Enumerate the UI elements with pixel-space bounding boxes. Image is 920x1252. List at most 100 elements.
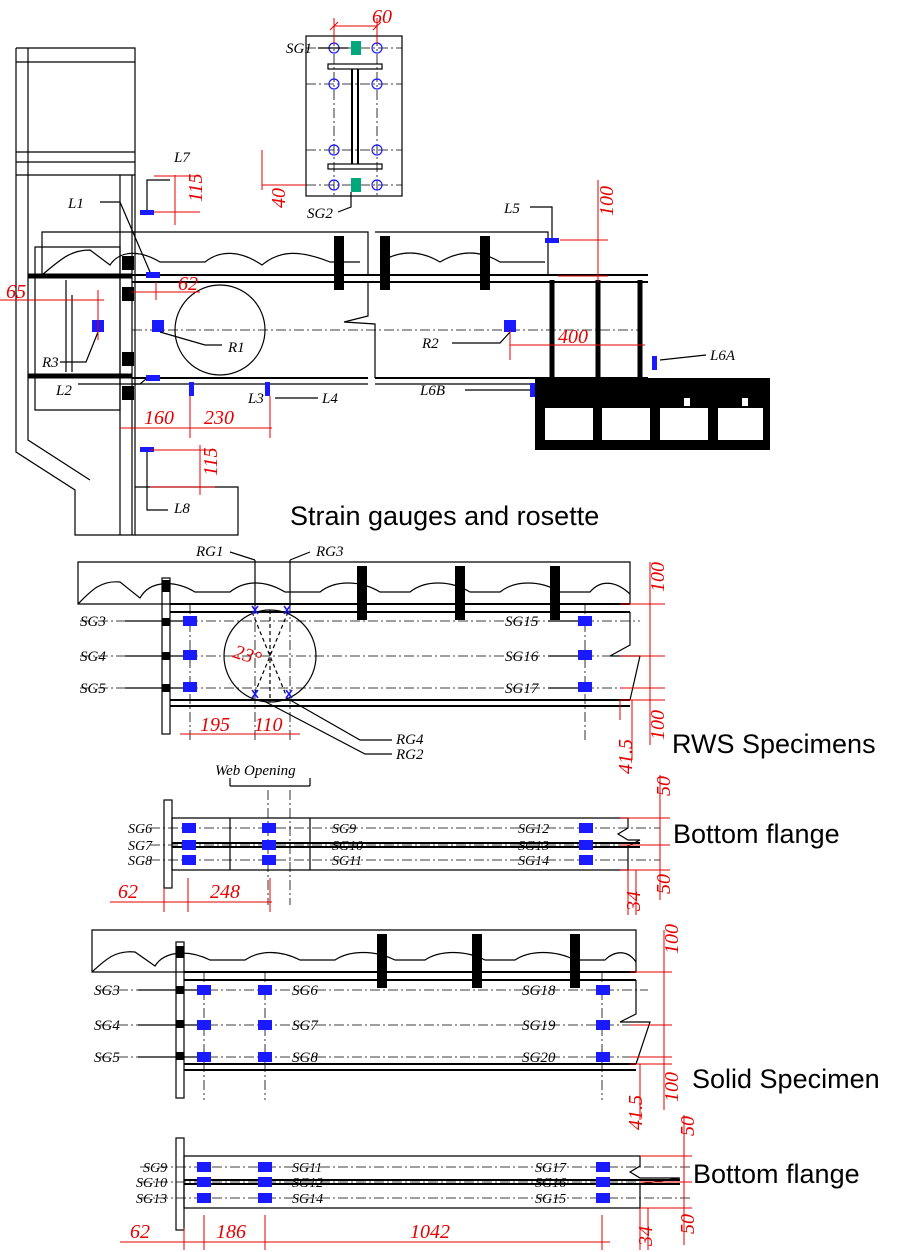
label-solid-sg4: SG4 <box>94 1018 120 1034</box>
dim-62: 62 <box>178 273 198 295</box>
label-rg1: RG1 <box>195 544 224 560</box>
label-sg2: SG2 <box>307 206 333 222</box>
bottom-flange-title-2: Bottom flange <box>693 1159 860 1189</box>
dim-sbf-50b: 50 <box>677 1214 699 1234</box>
rws-gauges <box>183 616 592 692</box>
solid-title: Solid Specimen <box>692 1064 880 1094</box>
dim-bf-50a: 50 <box>653 776 675 796</box>
label-r2: R2 <box>421 336 439 352</box>
label-sbf-sg12: SG12 <box>292 1176 323 1191</box>
label-solid-sg5: SG5 <box>94 1050 120 1066</box>
web-opening-label: Web Opening <box>215 763 296 779</box>
label-bf-sg8: SG8 <box>128 854 152 869</box>
gauge-l1 <box>146 272 160 278</box>
solid-bottom-flange: SG9 SG10 SG13 SG11 SG12 SG14 SG17 SG16 S… <box>120 1115 699 1250</box>
label-bf-sg12: SG12 <box>518 822 549 837</box>
dim-115b: 115 <box>200 447 222 476</box>
label-sbf-sg11: SG11 <box>292 1161 322 1176</box>
label-l2: L2 <box>55 383 72 399</box>
label-sbf-sg10: SG10 <box>136 1176 167 1191</box>
label-sbf-sg9: SG9 <box>143 1161 167 1176</box>
gauge-l3b <box>265 382 270 396</box>
dim-248: 248 <box>210 881 240 903</box>
dim-186: 186 <box>216 1221 246 1243</box>
label-bf-sg14: SG14 <box>518 854 549 869</box>
dim-195: 195 <box>200 714 230 736</box>
rosette-r2 <box>504 320 516 332</box>
dim-solid-41_5: 41.5 <box>625 1095 647 1130</box>
end-plate-bolts <box>122 256 134 400</box>
gauge-l8 <box>140 447 154 452</box>
label-rws-sg15: SG15 <box>505 614 539 630</box>
rosette-r1 <box>152 320 164 332</box>
dim-sbf-62: 62 <box>130 1221 150 1243</box>
dim-160: 160 <box>144 407 174 429</box>
strain-gauges-title: Strain gauges and rosette <box>290 501 599 531</box>
label-solid-sg3: SG3 <box>94 983 120 999</box>
label-bf-sg10: SG10 <box>332 839 363 854</box>
label-bf-sg9: SG9 <box>332 822 356 837</box>
label-solid-sg8: SG8 <box>292 1050 318 1066</box>
dim-sbf-50a: 50 <box>677 1116 699 1136</box>
dim-100: 100 <box>596 186 618 216</box>
rws-elevation: RG1 RG3 RG4 RG2 SG3 SG4 SG5 SG15 SG16 SG… <box>77 544 669 774</box>
bottom-flange-title-1: Bottom flange <box>673 819 840 849</box>
gauge-l3a <box>189 382 194 396</box>
label-l3: L3 <box>247 391 264 407</box>
label-sg1: SG1 <box>286 41 312 57</box>
label-bf-sg7: SG7 <box>128 839 153 854</box>
label-sbf-sg16: SG16 <box>535 1176 566 1191</box>
label-sbf-sg13: SG13 <box>136 1192 167 1207</box>
label-rws-sg4: SG4 <box>80 649 106 665</box>
setup-elevation <box>15 47 770 536</box>
dim-40: 40 <box>268 188 290 208</box>
rws-title: RWS Specimens <box>672 729 876 759</box>
dim-bf-34: 34 <box>623 891 645 912</box>
label-solid-sg6: SG6 <box>292 983 318 999</box>
dim-bf-50b: 50 <box>653 874 675 894</box>
dim-rws-41_5: 41.5 <box>615 739 637 774</box>
dim-rws-100b: 100 <box>647 710 669 740</box>
dim-60: 60 <box>372 6 392 28</box>
label-r1: R1 <box>227 340 245 356</box>
web-opening-circle <box>174 284 266 376</box>
label-solid-sg7: SG7 <box>292 1018 319 1034</box>
dim-angle: 23° <box>231 641 264 671</box>
label-l1: L1 <box>67 196 84 212</box>
gauge-l6b <box>530 383 535 397</box>
top-dimensions: 115 100 65 62 400 160 230 115 <box>0 173 645 495</box>
solid-elevation: SG3 SG4 SG5 SG6 SG7 SG8 SG18 SG19 SG20 1… <box>91 924 683 1130</box>
gauge-l5 <box>545 238 559 243</box>
dim-400: 400 <box>558 326 588 348</box>
label-sbf-sg15: SG15 <box>535 1192 566 1207</box>
label-rg4: RG4 <box>395 732 424 748</box>
label-solid-sg19: SG19 <box>522 1018 556 1034</box>
rws-bf-gauges <box>182 823 593 865</box>
label-l6b: L6B <box>419 383 445 399</box>
label-sbf-sg14: SG14 <box>292 1192 323 1207</box>
label-rws-sg16: SG16 <box>505 649 539 665</box>
dim-sbf-34: 34 <box>635 1226 657 1247</box>
label-solid-sg18: SG18 <box>522 983 556 999</box>
dim-solid-100a: 100 <box>661 924 683 954</box>
dim-115a: 115 <box>185 173 207 202</box>
rws-bottom-flange: Web Opening SG6 SG7 SG8 SG9 SG10 SG11 SG… <box>110 763 675 915</box>
gauge-l7 <box>140 210 154 215</box>
gauge-l2 <box>146 375 160 381</box>
label-bf-sg6: SG6 <box>128 822 152 837</box>
label-l7: L7 <box>173 150 191 166</box>
rws-studs <box>162 566 560 692</box>
top-gauges: L7 L1 L2 L3 L4 L5 L6A L6B L8 R1 R2 R3 <box>41 150 736 517</box>
gauge-l6a <box>652 356 657 370</box>
bolt-holes <box>328 42 383 191</box>
label-l6a: L6A <box>709 348 736 364</box>
label-rg2: RG2 <box>395 747 424 763</box>
solid-gauges <box>197 985 610 1062</box>
dim-bf-62: 62 <box>118 881 138 903</box>
gauge-sg1 <box>351 41 361 55</box>
dim-solid-100b: 100 <box>661 1072 683 1102</box>
label-l8: L8 <box>173 501 190 517</box>
label-rws-sg17: SG17 <box>505 681 540 697</box>
label-rws-sg3: SG3 <box>80 614 106 630</box>
